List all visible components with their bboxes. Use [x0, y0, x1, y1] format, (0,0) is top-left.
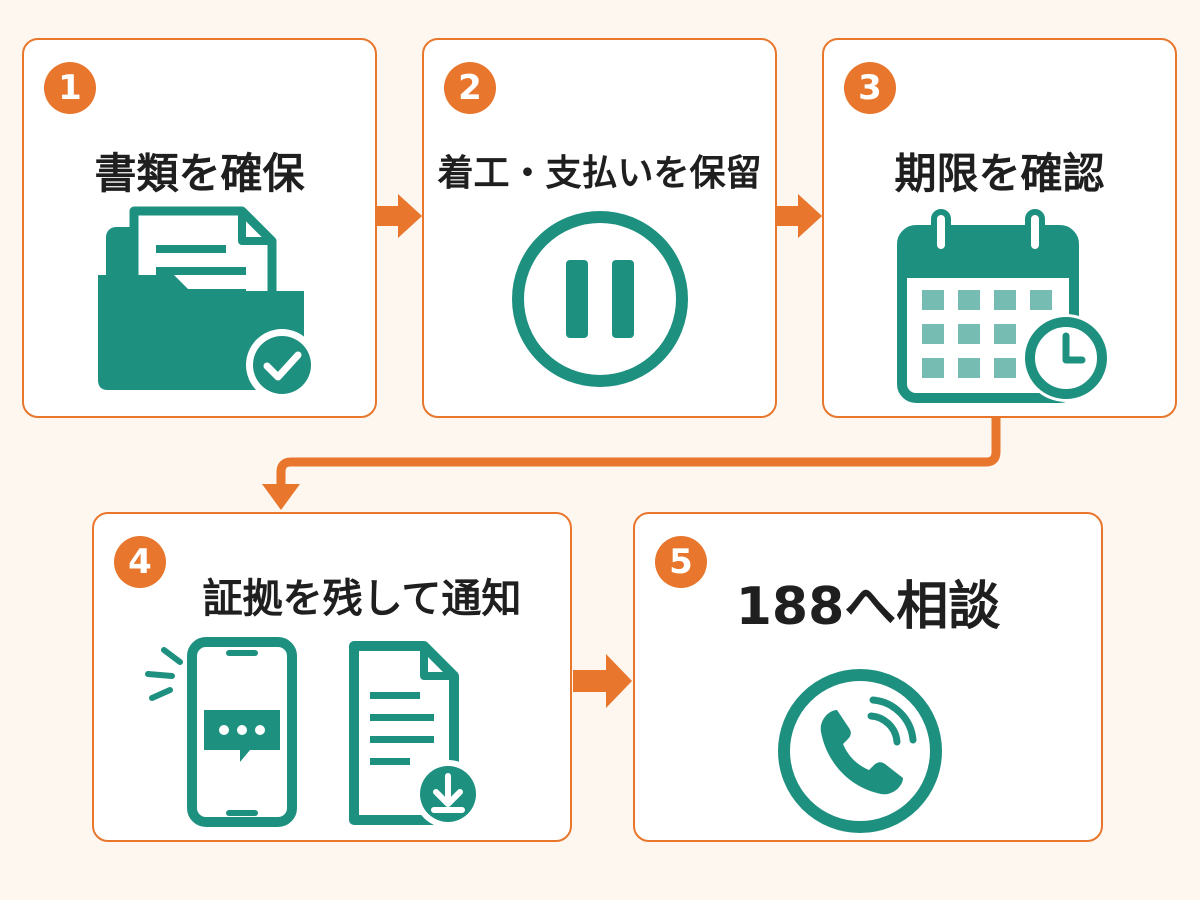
- step-title: 着工・支払いを保留: [437, 153, 762, 194]
- step-card-3: 3 期限を確認: [822, 38, 1177, 418]
- step-card-1: 1 書類を確保: [22, 38, 377, 418]
- step-number-badge: 5: [655, 536, 707, 588]
- step-title: 期限を確認: [894, 149, 1105, 198]
- pause-icon: [512, 211, 688, 387]
- phone-call-icon: [778, 669, 942, 833]
- step-card-2: 2 着工・支払いを保留: [422, 38, 777, 418]
- folder-document-check-icon: [98, 206, 318, 400]
- step-number-badge: 4: [114, 536, 166, 588]
- step-card-4: 4 証拠を残して通知: [92, 512, 572, 842]
- phone-message-and-document-download-icon: [145, 637, 482, 828]
- step-title: 書類を確保: [94, 149, 305, 198]
- arrow-3-to-4-head: [262, 484, 300, 510]
- arrow-2-to-3: [776, 194, 822, 238]
- arrow-4-to-5: [573, 654, 632, 708]
- calendar-clock-icon: [897, 209, 1110, 403]
- step-number-badge: 2: [444, 62, 496, 114]
- arrow-3-to-4-line: [276, 418, 1001, 488]
- step-card-5: 5 188へ相談: [633, 512, 1103, 842]
- step-number-badge: 1: [44, 62, 96, 114]
- step-number-badge: 3: [844, 62, 896, 114]
- document-download-icon: [349, 641, 482, 828]
- step-title: 188へ相談: [735, 577, 1001, 637]
- step-title: 証拠を残して通知: [202, 576, 522, 622]
- arrow-1-to-2: [376, 194, 422, 238]
- phone-message-icon: [145, 637, 297, 827]
